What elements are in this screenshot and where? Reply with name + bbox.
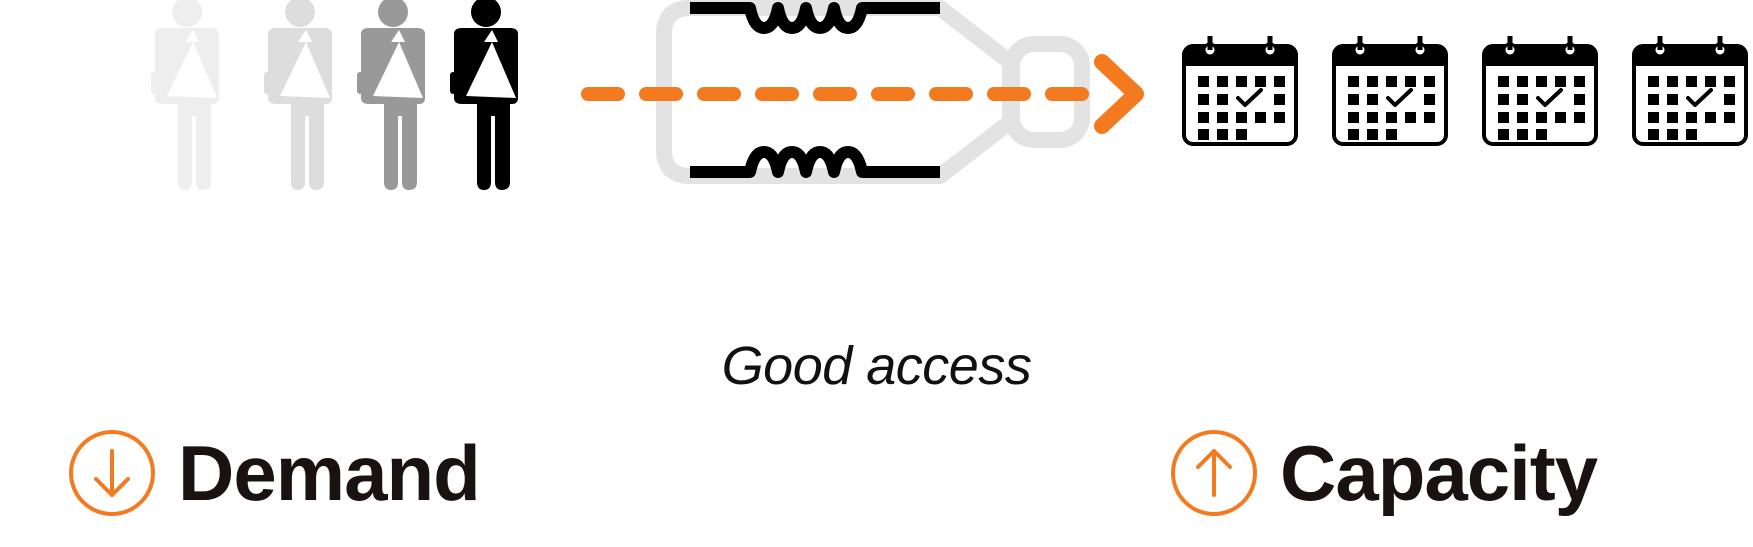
capacity-label: Capacity [1280, 428, 1597, 518]
appointment-calendars [1184, 36, 1746, 144]
diagram-caption: Good access [0, 336, 1753, 396]
capacity-metric: Capacity [1170, 428, 1597, 518]
patient-icon [357, 0, 425, 190]
patient-icon [450, 0, 518, 190]
demand-label: Demand [178, 428, 480, 518]
patient-icon [264, 0, 332, 190]
calendar-icon [1334, 36, 1446, 144]
arrow-down-circle-icon [68, 429, 156, 517]
calendar-icon [1484, 36, 1596, 144]
patient-icon [151, 0, 219, 190]
calendar-icon [1634, 36, 1746, 144]
arrow-up-circle-icon [1170, 429, 1258, 517]
flow-arrowhead [1102, 62, 1136, 126]
demand-metric: Demand [68, 428, 480, 518]
calendar-icon [1184, 36, 1296, 144]
patient-queue [151, 0, 518, 190]
